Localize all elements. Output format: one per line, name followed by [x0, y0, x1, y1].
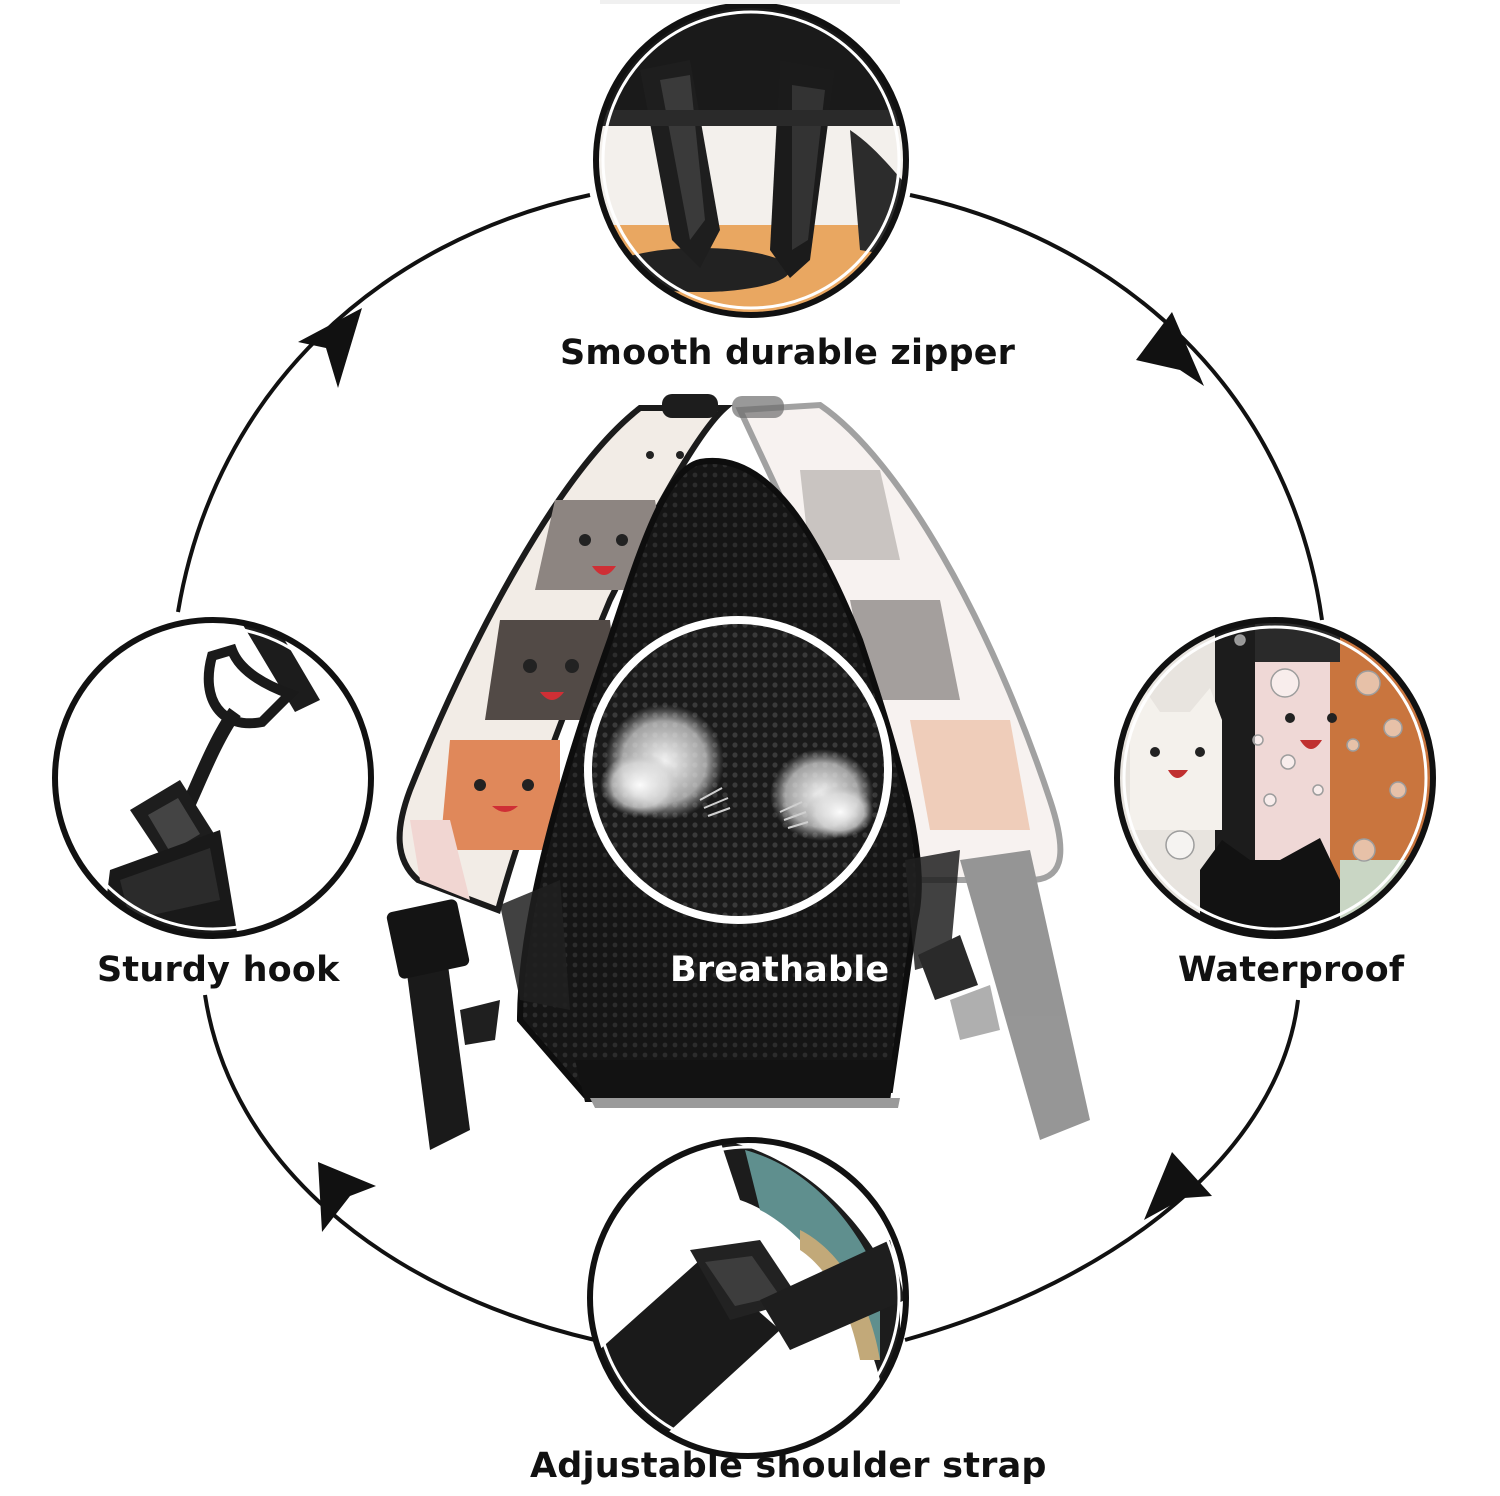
arrow-icon — [318, 1162, 376, 1232]
arrow-icon — [1136, 312, 1204, 386]
hook-detail-image — [55, 620, 371, 936]
feature-label-waterproof: Waterproof — [1178, 950, 1405, 990]
strap-detail-image — [590, 1140, 906, 1456]
feature-label-breathable: Breathable — [670, 950, 890, 990]
arrow-icon — [1144, 1152, 1212, 1220]
breathable-detail-image — [588, 620, 888, 920]
arrow-icon — [298, 308, 362, 388]
feature-label-hook: Sturdy hook — [97, 950, 340, 990]
zipper-detail-image — [596, 5, 906, 315]
feature-label-zipper: Smooth durable zipper — [560, 333, 1016, 373]
feature-label-strap: Adjustable shoulder strap — [530, 1446, 1047, 1486]
